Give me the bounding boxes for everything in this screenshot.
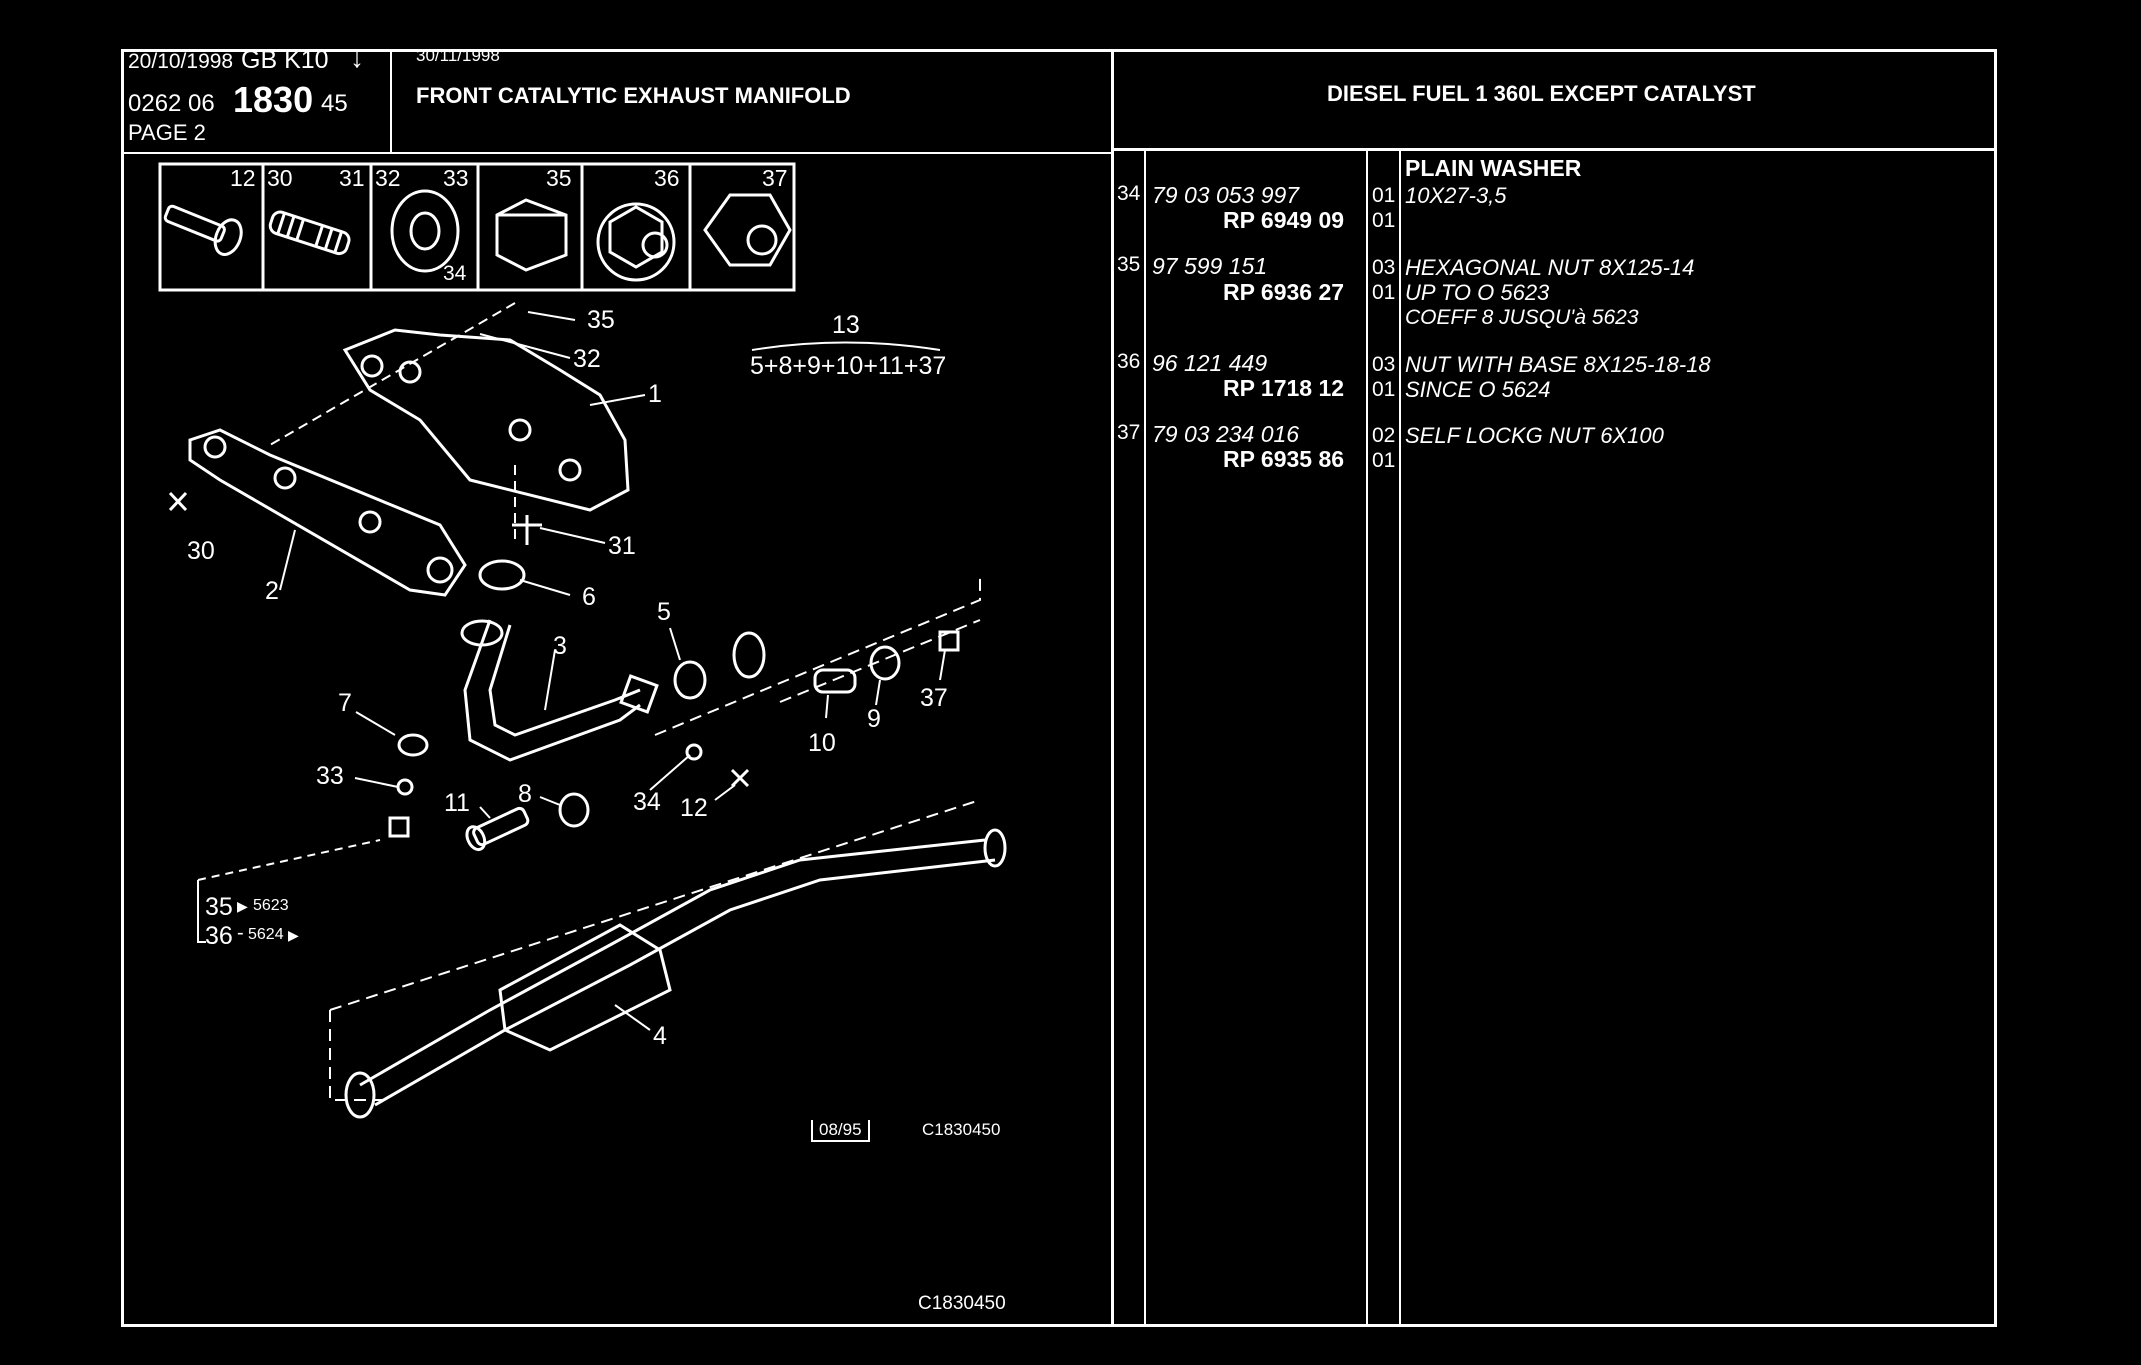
row-reference: 79 03 234 016 [1152, 421, 1300, 447]
code-main: 1830 [233, 79, 314, 120]
callout-35: 35 [587, 306, 615, 334]
callout-10: 10 [808, 729, 836, 757]
row-index: 34 [1117, 182, 1141, 205]
row-qty1: 01 [1372, 184, 1396, 207]
callout-9: 9 [867, 705, 881, 733]
row-desc2: UP TO O 5623 [1405, 280, 1550, 305]
table-col-1 [1144, 150, 1146, 1326]
code-suffix: 45 [321, 90, 348, 117]
row-qty2: 01 [1372, 378, 1396, 401]
date2: 30/11/1998 [416, 46, 500, 65]
code-prefix: 0262 06 [128, 90, 215, 117]
legend-36-dash: - [237, 922, 244, 944]
row-reference: 96 121 449 [1152, 350, 1268, 376]
header-bottom-right [1113, 148, 1997, 151]
row-desc1: HEXAGONAL NUT 8X125-14 [1405, 255, 1695, 280]
row-qty1: 03 [1372, 353, 1396, 376]
main-divider-vertical [1111, 49, 1114, 1327]
thumb-label-35: 35 [546, 165, 572, 191]
thumb-label-12: 12 [230, 165, 256, 191]
thumb-label-31: 31 [339, 165, 365, 191]
legend-35-arrow-icon: ▶ [237, 898, 248, 914]
row-rp: RP 1718 12 [1223, 375, 1345, 401]
thumb-label-32: 32 [375, 165, 401, 191]
footer-code: C1830450 [918, 1293, 1006, 1314]
row-rp: RP 6949 09 [1223, 207, 1345, 233]
legend-36-note: 5624 [248, 926, 284, 943]
table-col-3 [1399, 150, 1401, 1326]
thumb-label-30: 30 [267, 165, 293, 191]
row-qty2: 01 [1372, 449, 1396, 472]
row-rp: RP 6936 27 [1223, 279, 1345, 305]
thumb-label-34: 34 [443, 262, 467, 285]
callout-30: 30 [187, 537, 215, 565]
legend-35-note: 5623 [253, 897, 289, 914]
thumb-label-37: 37 [762, 165, 788, 191]
callout-37: 37 [920, 684, 948, 712]
header-divider-vertical [390, 49, 392, 153]
callout-1: 1 [648, 380, 662, 408]
thumb-label-33: 33 [443, 165, 469, 191]
row-desc3: COEFF 8 JUSQU'à 5623 [1405, 306, 1639, 329]
callout-4: 4 [653, 1022, 667, 1050]
callout-3: 3 [553, 632, 567, 660]
date1: 20/10/1998 [128, 50, 234, 73]
row-rp: RP 6935 86 [1223, 446, 1345, 472]
right-title: DIESEL FUEL 1 360L EXCEPT CATALYST [1327, 81, 1756, 106]
row-qty1: 02 [1372, 424, 1396, 447]
formula: 5+8+9+10+11+37 [750, 352, 947, 380]
row-qty1: 03 [1372, 256, 1396, 279]
row-index: 35 [1117, 253, 1141, 276]
callout-11: 11 [444, 789, 470, 817]
page-number: PAGE 2 [128, 120, 206, 145]
legend-36-arrow-icon: ▶ [288, 927, 299, 943]
row-reference: 79 03 053 997 [1152, 182, 1300, 208]
callout-32: 32 [573, 345, 601, 373]
callout-6: 6 [582, 583, 596, 611]
legend-36: 36 [205, 922, 233, 950]
legend-35: 35 [205, 893, 233, 921]
row-desc1: NUT WITH BASE 8X125-18-18 [1405, 352, 1711, 377]
table-col-2 [1366, 150, 1368, 1326]
header-bottom-left [121, 152, 1111, 154]
callout-13: 13 [832, 311, 860, 339]
document-frame [121, 49, 1997, 1327]
callout-33: 33 [316, 762, 344, 790]
row-desc1: SELF LOCKG NUT 6X100 [1405, 423, 1664, 448]
row-index: 36 [1117, 350, 1141, 373]
table-header-desc: PLAIN WASHER [1405, 155, 1582, 181]
callout-5: 5 [657, 598, 671, 626]
callout-34: 34 [633, 788, 661, 816]
row-desc2: SINCE O 5624 [1405, 377, 1551, 402]
catalog-code: GB K10 [241, 46, 329, 74]
row-index: 37 [1117, 421, 1141, 444]
row-desc1: 10X27-3,5 [1405, 183, 1507, 208]
arrow-down-icon: ↓ [350, 42, 364, 73]
stamp-date: 08/95 [811, 1120, 870, 1142]
stamp-code: C1830450 [922, 1120, 1001, 1139]
thumb-label-36: 36 [654, 165, 680, 191]
row-reference: 97 599 151 [1152, 253, 1268, 279]
callout-12: 12 [680, 794, 708, 822]
callout-7: 7 [338, 689, 352, 717]
callout-8: 8 [518, 780, 532, 808]
page-title: FRONT CATALYTIC EXHAUST MANIFOLD [416, 83, 851, 108]
callout-2: 2 [265, 577, 279, 605]
row-qty2: 01 [1372, 209, 1396, 232]
row-qty2: 01 [1372, 281, 1396, 304]
callout-31: 31 [608, 532, 636, 560]
